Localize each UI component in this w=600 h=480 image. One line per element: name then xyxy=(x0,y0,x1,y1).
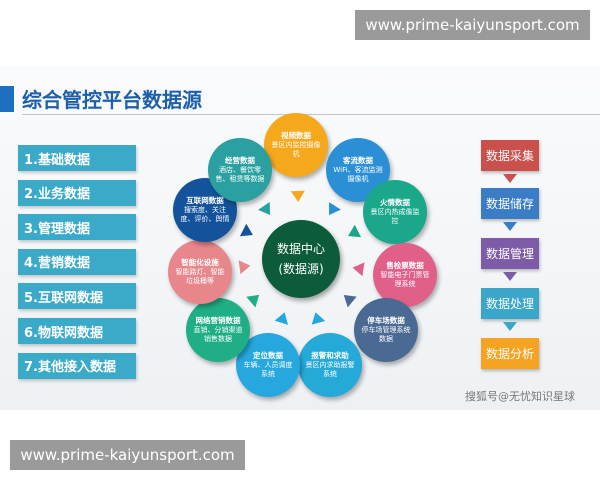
title-divider xyxy=(22,114,600,115)
source-title: 智能化设施 xyxy=(181,258,219,268)
source-title: 网络营销数据 xyxy=(195,316,241,326)
flow-arrow-icon xyxy=(503,322,517,331)
source-desc: WiFi、客流监测摄像机 xyxy=(333,165,383,183)
watermark-bottom: www.prime-kaiyunsport.com xyxy=(10,440,245,470)
watermark-top: www.prime-kaiyunsport.com xyxy=(355,10,590,40)
source-title: 报警和求助 xyxy=(311,351,349,361)
source-title: 定位数据 xyxy=(253,351,283,361)
arrow-icon xyxy=(351,260,365,277)
flow-arrow-icon xyxy=(503,174,517,183)
page-title: 综合管控平台数据源 xyxy=(22,88,202,112)
data-type-item: 3.管理数据 xyxy=(18,214,136,241)
flow-step: 数据储存 xyxy=(481,188,539,219)
source-desc: 智能路灯、智能垃圾桶等 xyxy=(175,267,225,285)
source-title: 客流数据 xyxy=(343,156,373,166)
flow-step: 数据管理 xyxy=(481,238,539,269)
flow-arrow-icon xyxy=(503,272,517,281)
data-type-item: 7.其他接入数据 xyxy=(18,352,136,379)
source-desc: 车辆、人员调度系统 xyxy=(243,360,293,378)
source-circle: 互联网数据搜索度、关注度、评价、舆情 xyxy=(173,178,237,242)
arrow-icon xyxy=(291,190,306,203)
source-desc: 搜索度、关注度、评价、舆情 xyxy=(180,205,230,223)
source-title: 互联网数据 xyxy=(186,196,224,206)
source-desc: 直销、分销渠道销售数据 xyxy=(193,325,243,343)
data-type-item: 4.营销数据 xyxy=(18,248,136,275)
data-type-item: 5.互联网数据 xyxy=(18,283,136,310)
title-accent xyxy=(0,86,14,112)
source-circle: 网络营销数据直销、分销渠道销售数据 xyxy=(186,298,250,362)
data-type-item: 2.业务数据 xyxy=(18,179,136,206)
data-type-item: 6.物联网数据 xyxy=(18,318,136,344)
source-title: 停车场数据 xyxy=(367,316,405,326)
credit-text: 搜狐号@无忧知识星球 xyxy=(465,390,575,403)
source-circle: 火情数据景区内热成像监控 xyxy=(363,180,427,244)
flow-step: 数据处理 xyxy=(481,288,539,319)
center-line2: (数据源) xyxy=(278,262,324,276)
source-desc: 景区内求助报警系统 xyxy=(305,360,355,378)
center-line1: 数据中心 xyxy=(276,241,325,256)
arrow-icon xyxy=(239,258,252,275)
source-desc: 景区内监控摄像机 xyxy=(271,140,321,158)
flow-arrow-icon xyxy=(503,222,517,231)
source-title: 经营数据 xyxy=(225,156,255,166)
source-circle: 视频数据景区内监控摄像机 xyxy=(264,113,328,177)
source-circle: 经营数据酒店、餐饮零售、租赁等数据 xyxy=(208,138,272,202)
source-desc: 停车场管理系统数据 xyxy=(361,325,411,343)
source-circle: 停车场数据停车场管理系统数据 xyxy=(354,298,418,362)
source-desc: 智能电子门票管理系统 xyxy=(380,270,430,288)
source-title: 火情数据 xyxy=(380,198,410,208)
data-type-item: 1.基础数据 xyxy=(18,145,136,171)
source-title: 视频数据 xyxy=(281,131,311,141)
source-desc: 景区内热成像监控 xyxy=(370,207,420,225)
data-center-circle: 数据中心 (数据源) xyxy=(262,220,340,298)
flow-step: 数据分析 xyxy=(481,338,539,369)
source-title: 售检票数据 xyxy=(386,261,424,271)
source-desc: 酒店、餐饮零售、租赁等数据 xyxy=(215,165,265,183)
flow-step: 数据采集 xyxy=(481,140,539,171)
source-circle: 售检票数据智能电子门票管理系统 xyxy=(373,243,437,307)
source-circle: 智能化设施智能路灯、智能垃圾桶等 xyxy=(168,240,232,304)
source-circle: 报警和求助景区内求助报警系统 xyxy=(298,333,362,397)
